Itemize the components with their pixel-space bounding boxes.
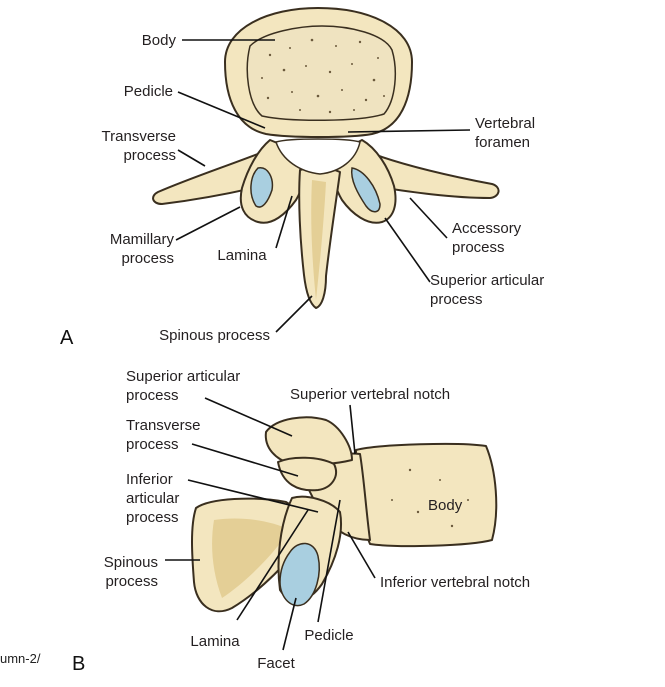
- lateral-superior-articular-shape: [264, 416, 353, 466]
- label-b-superior-vertebral-notch: Superior vertebral notch: [290, 386, 450, 403]
- url-fragment: umn-2/: [0, 651, 41, 666]
- label-b-spinous-1: Spinous: [104, 554, 158, 571]
- label-b-spinous-2: process: [105, 573, 158, 590]
- panel-b-labels: Superior articular process Superior vert…: [72, 368, 530, 675]
- label-b-pedicle: Pedicle: [304, 627, 353, 644]
- label-b-lamina: Lamina: [190, 633, 240, 650]
- label-b-inferior-articular-2: articular: [126, 490, 179, 507]
- label-b-inferior-articular-1: Inferior: [126, 471, 173, 488]
- label-b-facet: Facet: [257, 655, 295, 672]
- label-a-accessory-1: Accessory: [452, 220, 522, 237]
- label-a-vertebral-foramen-1: Vertebral: [475, 115, 535, 132]
- right-transverse-process: [367, 151, 500, 199]
- panel-a-labels: Body Pedicle Transverse process Vertebra…: [60, 32, 544, 349]
- label-b-superior-articular-2: process: [126, 387, 179, 404]
- label-a-mamillary-1: Mamillary: [110, 231, 175, 248]
- panel-b-illustration: [191, 416, 498, 613]
- label-a-transverse-2: process: [123, 147, 176, 164]
- label-a-pedicle: Pedicle: [124, 83, 173, 100]
- label-a-mamillary-2: process: [121, 250, 174, 267]
- label-a-spinous: Spinous process: [159, 327, 270, 344]
- lateral-transverse-shape: [277, 456, 337, 492]
- label-b-transverse-2: process: [126, 436, 179, 453]
- label-a-superior-articular-1: Superior articular: [430, 272, 544, 289]
- panel-b-leader-lines: [165, 397, 376, 651]
- vertebral-body-spongy: [246, 25, 397, 121]
- label-a-body: Body: [142, 32, 177, 49]
- lateral-facet-shape: [279, 542, 320, 607]
- label-b-body: Body: [428, 497, 463, 514]
- left-transverse-process: [152, 149, 269, 205]
- left-superior-facet: [250, 167, 274, 208]
- label-a-superior-articular-2: process: [430, 291, 483, 308]
- panel-a-illustration: [152, 7, 500, 309]
- label-a-transverse-1: Transverse: [102, 128, 176, 145]
- panel-a-leader-lines: [175, 39, 471, 333]
- label-a-lamina: Lamina: [217, 247, 267, 264]
- label-b-transverse-1: Transverse: [126, 417, 200, 434]
- label-b-inferior-articular-3: process: [126, 509, 179, 526]
- label-b-inferior-vertebral-notch: Inferior vertebral notch: [380, 574, 530, 591]
- right-superior-facet: [350, 167, 381, 213]
- vertebral-foramen-opening: [275, 138, 361, 175]
- panel-a-letter: A: [60, 327, 74, 349]
- panel-b-letter: B: [72, 653, 85, 675]
- label-a-vertebral-foramen-2: foramen: [475, 134, 530, 151]
- lateral-body-shape: [355, 442, 498, 548]
- label-a-accessory-2: process: [452, 239, 505, 256]
- label-b-superior-articular-1: Superior articular: [126, 368, 240, 385]
